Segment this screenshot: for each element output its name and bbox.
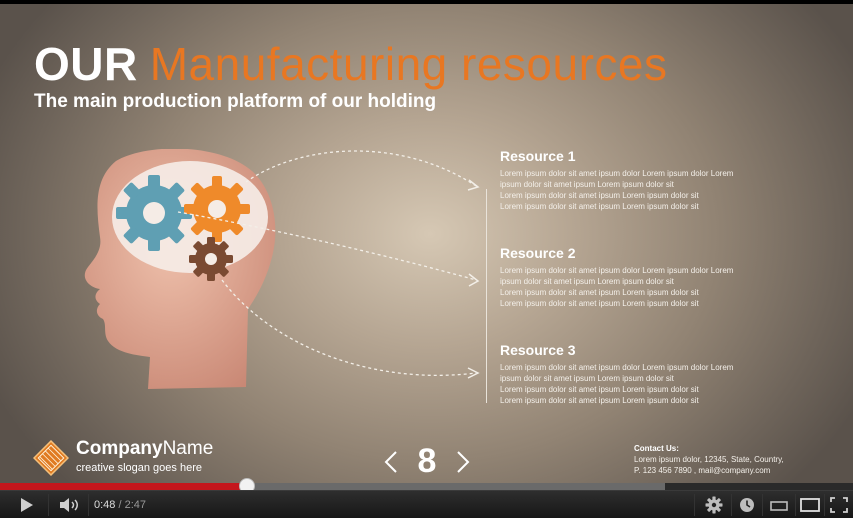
- current-time: 0:48: [94, 499, 116, 511]
- large-player-button[interactable]: [797, 491, 823, 518]
- resource-2-line: Lorem ipsum dolor sit amet ipsum dolor L…: [500, 266, 734, 275]
- fullscreen-button[interactable]: [826, 491, 852, 518]
- resource-2-line: ipsum dolor sit amet ipsum Lorem ipsum d…: [500, 277, 674, 286]
- resource-2-title: Resource 2: [500, 245, 576, 261]
- slide-subtitle: The main production platform of our hold…: [34, 91, 437, 112]
- time-display: 0:48 / 2:47: [94, 491, 146, 518]
- play-icon: [21, 498, 33, 512]
- resource-3: Resource 3 Lorem ipsum dolor sit amet ip…: [500, 342, 770, 406]
- fullscreen-icon: [830, 497, 848, 513]
- player-controls: 0:48 / 2:47: [0, 490, 853, 518]
- volume-button[interactable]: [54, 491, 86, 518]
- resource-1-line: ipsum dolor sit amet ipsum Lorem ipsum d…: [500, 180, 674, 189]
- controls-separator: [694, 494, 695, 516]
- head-gears-illustration: [84, 149, 276, 389]
- company-name: CompanyName: [76, 438, 213, 460]
- progress-played: [0, 483, 248, 490]
- resource-2-line: Lorem ipsum dolor sit amet ipsum Lorem i…: [500, 299, 699, 308]
- resource-2-line: Lorem ipsum dolor sit amet ipsum Lorem i…: [500, 288, 699, 297]
- company-name-bold: Company: [76, 438, 163, 459]
- slide-page-number: 8: [417, 442, 437, 480]
- resource-1-title: Resource 1: [500, 148, 576, 164]
- controls-separator: [88, 494, 89, 516]
- resource-1-line: Lorem ipsum dolor sit amet ipsum Lorem i…: [500, 202, 699, 211]
- next-slide-chevron-icon[interactable]: [452, 449, 474, 475]
- resource-1: Resource 1 Lorem ipsum dolor sit amet ip…: [500, 148, 770, 212]
- resource-3-line: Lorem ipsum dolor sit amet ipsum Lorem i…: [500, 396, 699, 405]
- resource-1-line: Lorem ipsum dolor sit amet ipsum Lorem i…: [500, 191, 699, 200]
- contact-phone-email: P. 123 456 7890 , mail@company.com: [634, 466, 771, 475]
- controls-separator: [731, 494, 732, 516]
- watch-later-button[interactable]: [734, 491, 760, 518]
- settings-button[interactable]: [700, 491, 728, 518]
- gear-icon: [705, 496, 723, 514]
- brown-gear-icon: [189, 237, 233, 281]
- clock-icon: [740, 498, 754, 512]
- company-slogan: creative slogan goes here: [76, 462, 202, 474]
- volume-icon: [60, 498, 78, 512]
- previous-slide-chevron-icon[interactable]: [380, 449, 402, 475]
- resources-divider: [486, 189, 487, 403]
- slide-title-our: OUR: [34, 38, 138, 90]
- controls-separator: [795, 494, 796, 516]
- resource-3-line: Lorem ipsum dolor sit amet ipsum Lorem i…: [500, 385, 699, 394]
- company-logo-icon: [33, 440, 69, 476]
- resource-3-line: ipsum dolor sit amet ipsum Lorem ipsum d…: [500, 374, 674, 383]
- controls-separator: [824, 494, 825, 516]
- company-name-regular: Name: [162, 438, 214, 459]
- progress-bar[interactable]: [0, 478, 853, 494]
- resource-2: Resource 2 Lorem ipsum dolor sit amet ip…: [500, 245, 770, 309]
- play-button[interactable]: [10, 491, 44, 518]
- contact-heading: Contact Us:: [634, 444, 679, 453]
- controls-separator: [762, 494, 763, 516]
- small-player-icon: [770, 501, 788, 511]
- large-player-icon: [800, 498, 820, 512]
- progress-buffered: [0, 483, 666, 490]
- resource-3-title: Resource 3: [500, 342, 576, 358]
- resource-3-line: Lorem ipsum dolor sit amet ipsum dolor L…: [500, 363, 734, 372]
- orange-gear-icon: [184, 176, 250, 242]
- time-separator: /: [118, 499, 122, 511]
- contact-address: Lorem ipsum dolor, 12345, State, Country…: [634, 455, 784, 464]
- slide-title-manufacturing: Manufacturing resources: [149, 38, 668, 90]
- contact-block: Contact Us: Lorem ipsum dolor, 12345, St…: [634, 443, 844, 476]
- duration: 2:47: [124, 499, 147, 511]
- resource-1-line: Lorem ipsum dolor sit amet ipsum dolor L…: [500, 169, 734, 178]
- small-player-button[interactable]: [765, 491, 793, 518]
- controls-separator: [48, 494, 49, 516]
- blue-gear-icon: [116, 175, 192, 251]
